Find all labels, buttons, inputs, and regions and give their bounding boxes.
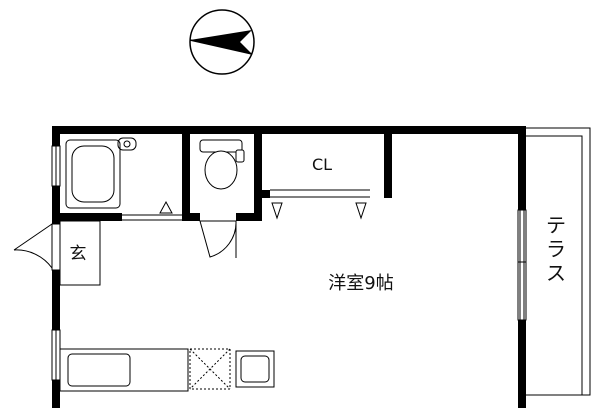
washer-space [235,350,275,388]
wall-top [52,126,526,134]
genkan-floor [59,220,101,286]
closet-door-left[interactable] [271,202,283,220]
terrace-outline [526,127,591,396]
toilet-icon [199,139,245,190]
wall-bath-bottom [52,213,122,221]
terrace-label: テラス [546,213,566,285]
entrance-label: 玄 [70,244,87,264]
wall-toilet-closet [254,130,262,221]
toilet-door-swing[interactable] [199,220,237,258]
toilet-bowl-icon [204,150,238,190]
compass [189,9,255,75]
refrigerator-space [189,348,231,390]
wall-toilet-bottom-left [190,213,200,221]
washbasin-icon [117,137,137,151]
entrance-opening [51,223,61,271]
wall-bath-toilet [182,130,190,221]
refrigerator-space-diag-b [189,348,231,390]
sink-icon [67,353,131,387]
bathtub-inner [71,145,115,203]
western-room-label: 洋室9帖 [328,273,393,294]
wall-closet-stub [262,190,270,198]
bathtub-outer [65,139,121,209]
washbasin-drain-icon [123,140,131,148]
inner-walls [52,130,392,221]
compass-circle [189,9,255,75]
toilet-paper-icon [235,149,245,163]
washer-icon [240,355,270,383]
compass-needle-line [189,39,253,55]
closet-label: CL [312,155,332,174]
wall-closet-right [384,130,392,198]
bath-door-marker [159,200,173,214]
bathtub [65,137,137,209]
kitchen-counter [59,348,189,392]
wall-toilet-bottom-right [236,213,256,221]
terrace-window[interactable] [517,209,527,321]
entrance-door-swing[interactable] [13,223,53,269]
terrace-inner-outline [526,135,583,395]
kitchen [59,348,275,392]
outer-walls [52,126,526,408]
toilet-tank-icon [199,139,243,153]
north-arrow-icon [190,30,252,54]
thin-lines [13,127,591,396]
terrace-label-text: テラス [546,213,566,285]
closet-door-right[interactable] [355,202,367,220]
